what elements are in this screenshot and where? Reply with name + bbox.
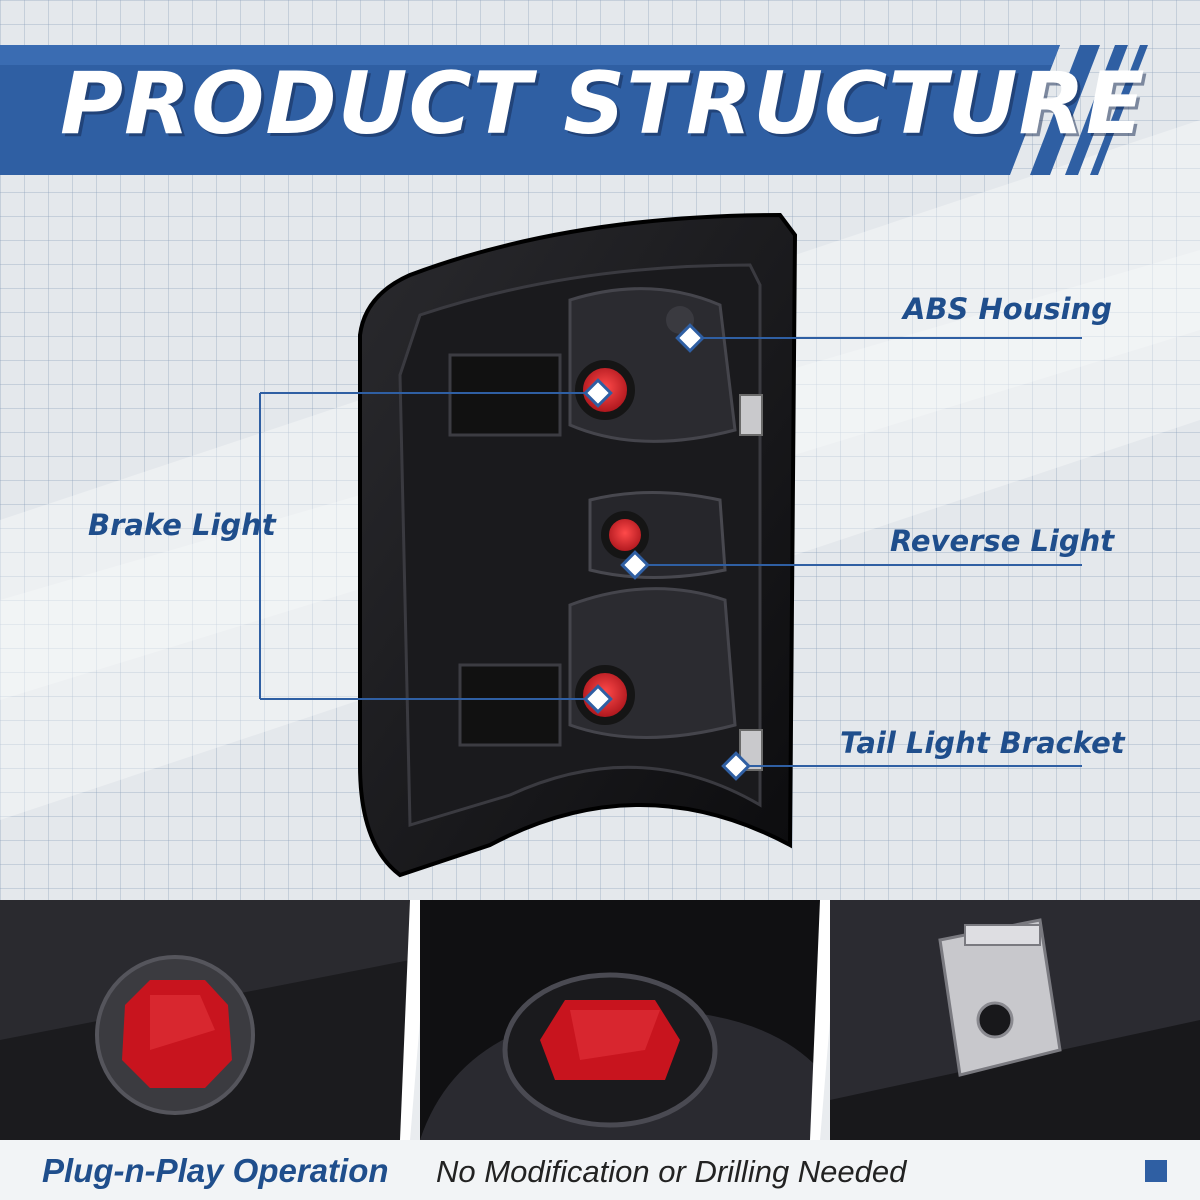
diamond-marker-icon [583, 684, 613, 714]
footer-bar: Plug-n-Play Operation No Modification or… [0, 1140, 1200, 1200]
diamond-marker-icon [583, 378, 613, 408]
callout-reverse-light: Reverse Light [890, 524, 1115, 558]
square-icon [1145, 1160, 1167, 1182]
page-title: PRODUCT STRUCTURE [60, 54, 1146, 154]
callout-tail-light-bracket: Tail Light Bracket [840, 726, 1125, 760]
detail-panel-bracket [830, 900, 1200, 1140]
callout-lines [259, 323, 1082, 781]
footer-subtext: No Modification or Drilling Needed [436, 1154, 907, 1189]
callout-abs-housing: ABS Housing [903, 292, 1112, 326]
title-banner [0, 30, 1200, 180]
diamond-marker-icon [620, 550, 650, 580]
footer-headline: Plug-n-Play Operation [42, 1152, 389, 1189]
title-banner-shape [0, 45, 1148, 175]
detail-panel-reverse-socket [420, 900, 820, 1140]
detail-panel-brake-socket [0, 900, 410, 1140]
tail-light-image [358, 212, 798, 878]
callout-brake-light: Brake Light [88, 508, 276, 542]
diamond-marker-icon [721, 751, 751, 781]
diamond-marker-icon [675, 323, 705, 353]
